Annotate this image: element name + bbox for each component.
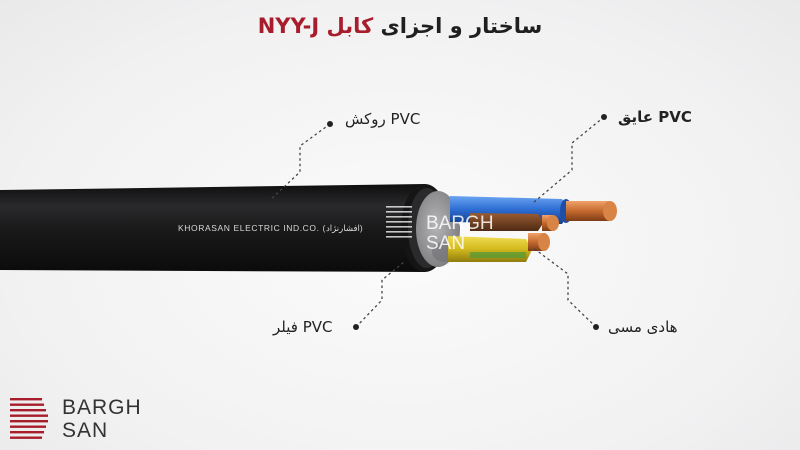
logo-line1: BARGH [62, 396, 142, 419]
dot-conductor [593, 324, 599, 330]
label-filler: فیلر PVC [273, 318, 333, 336]
page-title: ساختار و اجزای کابل NYY-J [0, 14, 800, 38]
leader-outer-sheath [269, 123, 331, 201]
watermark-logo: BARGH SAN [386, 206, 494, 254]
copper-end-2 [547, 215, 559, 231]
wire-brown [470, 213, 544, 231]
copper-end-1 [603, 201, 617, 221]
label-insulation: عایق PVC [618, 108, 692, 126]
cable-print-text: KHORASAN ELECTRIC IND.CO. (افشارنژاد) [178, 223, 363, 234]
copper-conductor-1 [566, 201, 615, 221]
brand-logo: BARGH SAN [10, 396, 150, 446]
logo-mark-icon [10, 398, 48, 439]
outer-sheath [0, 184, 434, 272]
title-prefix: ساختار و اجزای [380, 14, 543, 38]
label-outer-sheath: روکش PVC [345, 110, 421, 128]
title-highlight: کابل NYY-J [257, 14, 374, 38]
leader-filler [355, 261, 405, 328]
logo-wordmark: BARGH SAN [62, 396, 142, 442]
watermark-line1: BARGH [426, 213, 494, 234]
dot-insulation [601, 114, 607, 120]
leader-insulation [532, 116, 605, 204]
copper-end-3 [538, 233, 550, 251]
label-conductor: هادی مسی [608, 318, 678, 336]
leader-conductor [531, 246, 597, 328]
dot-filler [353, 324, 359, 330]
dot-outer-sheath [327, 121, 333, 127]
wire-green-stripe [470, 252, 526, 258]
watermark-line2: SAN [426, 233, 465, 254]
logo-line2: SAN [62, 419, 109, 442]
